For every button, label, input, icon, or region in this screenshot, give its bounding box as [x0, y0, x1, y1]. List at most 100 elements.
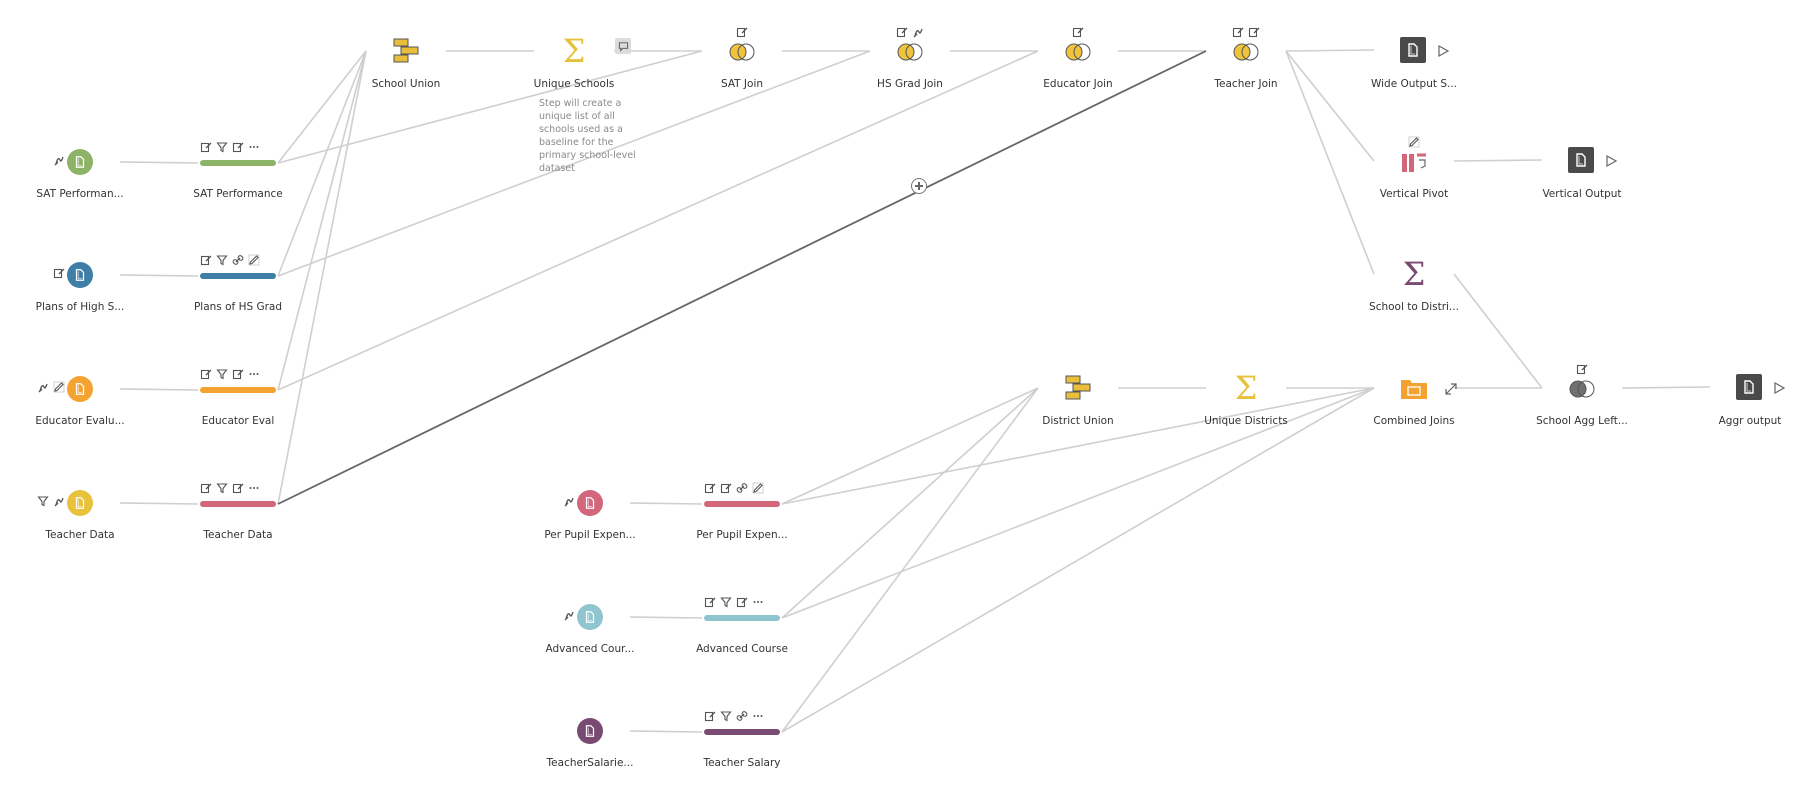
step-district-union[interactable]: District Union: [1018, 337, 1138, 447]
flow-link[interactable]: [1285, 50, 1375, 275]
flow-link[interactable]: [277, 50, 703, 164]
flow-link[interactable]: [119, 502, 199, 505]
join-icon[interactable]: [1063, 36, 1093, 66]
step-teach-in[interactable]: Teacher Data: [20, 451, 140, 561]
step-school-agg[interactable]: School Agg Left...: [1522, 337, 1642, 447]
output-icon[interactable]: [1568, 147, 1594, 173]
step-hs-in[interactable]: Plans of High S...: [20, 223, 140, 333]
comment-icon[interactable]: [615, 38, 631, 54]
change-icons: [563, 495, 575, 507]
step-edu-clean[interactable]: Educator Eval: [178, 337, 298, 447]
step-teach-join[interactable]: Teacher Join: [1186, 0, 1306, 110]
rename-icon: [704, 483, 716, 494]
step-aggr-out[interactable]: Aggr output: [1690, 337, 1796, 447]
flow-link[interactable]: [629, 730, 703, 733]
rename-icon: [1248, 27, 1260, 38]
step-school-union[interactable]: School Union: [346, 0, 466, 110]
run-flow-icon[interactable]: [1436, 43, 1450, 58]
output-icon[interactable]: [1400, 37, 1426, 63]
flow-link[interactable]: [1453, 273, 1543, 389]
flow-link[interactable]: [1285, 49, 1375, 52]
step-sat-clean[interactable]: SAT Performance: [178, 110, 298, 220]
input-connection-icon[interactable]: [67, 262, 93, 288]
flow-link[interactable]: [781, 387, 1375, 733]
pivot-icon[interactable]: [1399, 146, 1429, 176]
flow-link[interactable]: [1453, 159, 1543, 162]
clean-step-bar[interactable]: [200, 501, 276, 507]
step-pp-clean[interactable]: Per Pupil Expen...: [682, 451, 802, 561]
flow-link[interactable]: [277, 50, 367, 391]
change-icons: [1522, 363, 1642, 375]
clean-step-bar[interactable]: [704, 729, 780, 735]
step-sal-clean[interactable]: Teacher Salary: [682, 679, 802, 789]
aggregate-sigma-icon[interactable]: Σ: [1402, 255, 1426, 293]
flow-link[interactable]: [781, 387, 1039, 619]
clean-step-bar[interactable]: [200, 273, 276, 279]
step-label: Per Pupil Expen...: [544, 529, 636, 541]
flow-link[interactable]: [119, 274, 199, 277]
flow-link[interactable]: [277, 50, 367, 164]
step-edu-in[interactable]: Educator Evalu...: [20, 337, 140, 447]
union-icon[interactable]: [391, 36, 421, 66]
input-connection-icon[interactable]: [577, 718, 603, 744]
step-hs-join[interactable]: HS Grad Join: [850, 0, 970, 110]
add-step-plus-icon[interactable]: [911, 178, 927, 194]
join-icon[interactable]: [727, 36, 757, 66]
step-hs-clean[interactable]: Plans of HS Grad: [178, 223, 298, 333]
step-adv-in[interactable]: Advanced Cour...: [530, 565, 650, 675]
flow-link[interactable]: [1285, 50, 1375, 162]
clean-step-bar[interactable]: [200, 160, 276, 166]
input-connection-icon[interactable]: [577, 490, 603, 516]
rename-icon: [736, 27, 748, 38]
step-sat-join[interactable]: SAT Join: [682, 0, 802, 110]
aggregate-sigma-icon[interactable]: Σ: [562, 32, 586, 70]
flow-link[interactable]: [277, 50, 367, 277]
input-connection-icon[interactable]: [67, 490, 93, 516]
join-icon[interactable]: [1231, 36, 1261, 66]
step-combined[interactable]: Combined Joins: [1354, 337, 1474, 447]
flow-link[interactable]: [781, 387, 1039, 733]
expand-icon[interactable]: [1444, 381, 1458, 395]
step-wide-out[interactable]: Wide Output S...: [1354, 0, 1474, 110]
join-icon[interactable]: [1567, 373, 1597, 403]
step-sat-in[interactable]: SAT Performan...: [20, 110, 140, 220]
step-edu-join[interactable]: Educator Join: [1018, 0, 1138, 110]
input-connection-icon[interactable]: [67, 149, 93, 175]
run-flow-icon[interactable]: [1772, 380, 1786, 395]
flow-link[interactable]: [629, 616, 703, 619]
flow-link[interactable]: [781, 387, 1375, 505]
step-pp-in[interactable]: Per Pupil Expen...: [530, 451, 650, 561]
union-icon[interactable]: [1063, 373, 1093, 403]
flow-link[interactable]: [1621, 386, 1711, 389]
clean-step-bar[interactable]: [704, 615, 780, 621]
input-connection-icon[interactable]: [67, 376, 93, 402]
flow-link[interactable]: [277, 50, 367, 505]
join-icon[interactable]: [895, 36, 925, 66]
flow-link[interactable]: [119, 388, 199, 391]
clean-step-bar[interactable]: [704, 501, 780, 507]
step-adv-clean[interactable]: Advanced Course: [682, 565, 802, 675]
clean-step-bar[interactable]: [200, 387, 276, 393]
flow-link[interactable]: [277, 50, 871, 277]
step-label: Teacher Data: [45, 529, 115, 541]
flow-link[interactable]: [781, 387, 1375, 619]
flow-link[interactable]: [277, 50, 1039, 391]
folder-icon[interactable]: [1399, 373, 1429, 403]
step-sal-in[interactable]: TeacherSalarie...: [530, 679, 650, 789]
step-vert-out[interactable]: Vertical Output: [1522, 110, 1642, 220]
input-connection-icon[interactable]: [577, 604, 603, 630]
change-icons: [682, 26, 802, 38]
step-teach-clean[interactable]: Teacher Data: [178, 451, 298, 561]
flow-link[interactable]: [119, 161, 199, 164]
flow-link[interactable]: [781, 387, 1039, 505]
flow-link[interactable]: [277, 50, 1207, 505]
output-icon[interactable]: [1736, 374, 1762, 400]
flow-link[interactable]: [629, 502, 703, 505]
step-vert-pivot[interactable]: Vertical Pivot: [1354, 110, 1474, 220]
aggregate-sigma-icon[interactable]: Σ: [1234, 369, 1258, 407]
run-flow-icon[interactable]: [1604, 153, 1618, 168]
